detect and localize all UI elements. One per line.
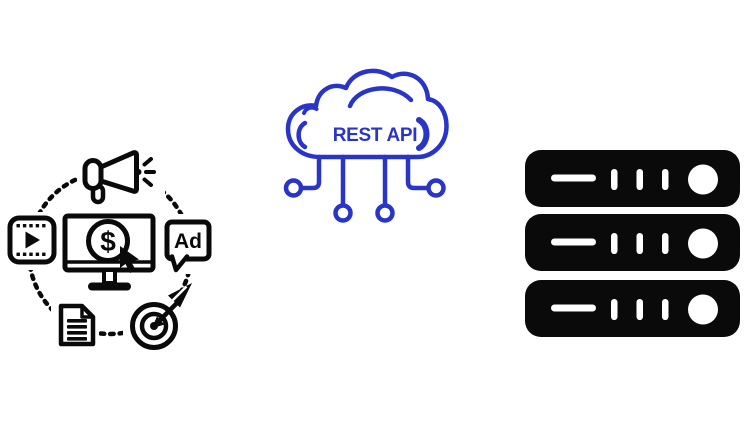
- vent-bars: [611, 169, 669, 190]
- film-perforations: [16, 224, 46, 256]
- digital-advertising-icon: Ad $: [5, 142, 215, 350]
- right-paren: [416, 117, 430, 151]
- server-unit: [525, 214, 740, 271]
- cloud-outline: [285, 68, 449, 160]
- document-lines: [67, 319, 87, 341]
- server-unit: [525, 280, 740, 337]
- cloud-small-arc: [302, 105, 319, 115]
- target-arrow-icon: [130, 283, 192, 350]
- cloud-label: REST API: [333, 125, 418, 146]
- ad-bubble-icon: Ad: [164, 219, 212, 273]
- vent-bars: [611, 299, 669, 320]
- ad-bubble-label: Ad: [174, 230, 202, 253]
- rest-api-cloud-icon: REST API: [283, 68, 449, 223]
- video-player-icon: [7, 215, 57, 265]
- dollar-sign-label: $: [100, 226, 116, 257]
- status-dash: [551, 304, 596, 312]
- status-dash: [551, 174, 596, 182]
- play-icon: [25, 231, 40, 249]
- power-circle: [688, 294, 718, 325]
- dart-head: [151, 316, 165, 329]
- server-stack-icon: [525, 150, 740, 337]
- megaphone-icon: [82, 150, 156, 205]
- dart-shaft: [157, 299, 181, 323]
- status-dash: [551, 238, 596, 246]
- server-unit: [525, 150, 740, 207]
- cursor-icon: [120, 246, 139, 273]
- left-paren: [296, 120, 308, 150]
- cloud-connectors: [283, 154, 446, 223]
- dart-fletching: [168, 283, 192, 308]
- power-circle: [688, 228, 718, 259]
- vent-bars: [611, 233, 669, 254]
- power-circle: [688, 164, 718, 195]
- cloud-inner-arc: [347, 86, 414, 109]
- monitor-dollar-cursor-icon: $: [62, 213, 156, 291]
- document-icon: [58, 303, 96, 347]
